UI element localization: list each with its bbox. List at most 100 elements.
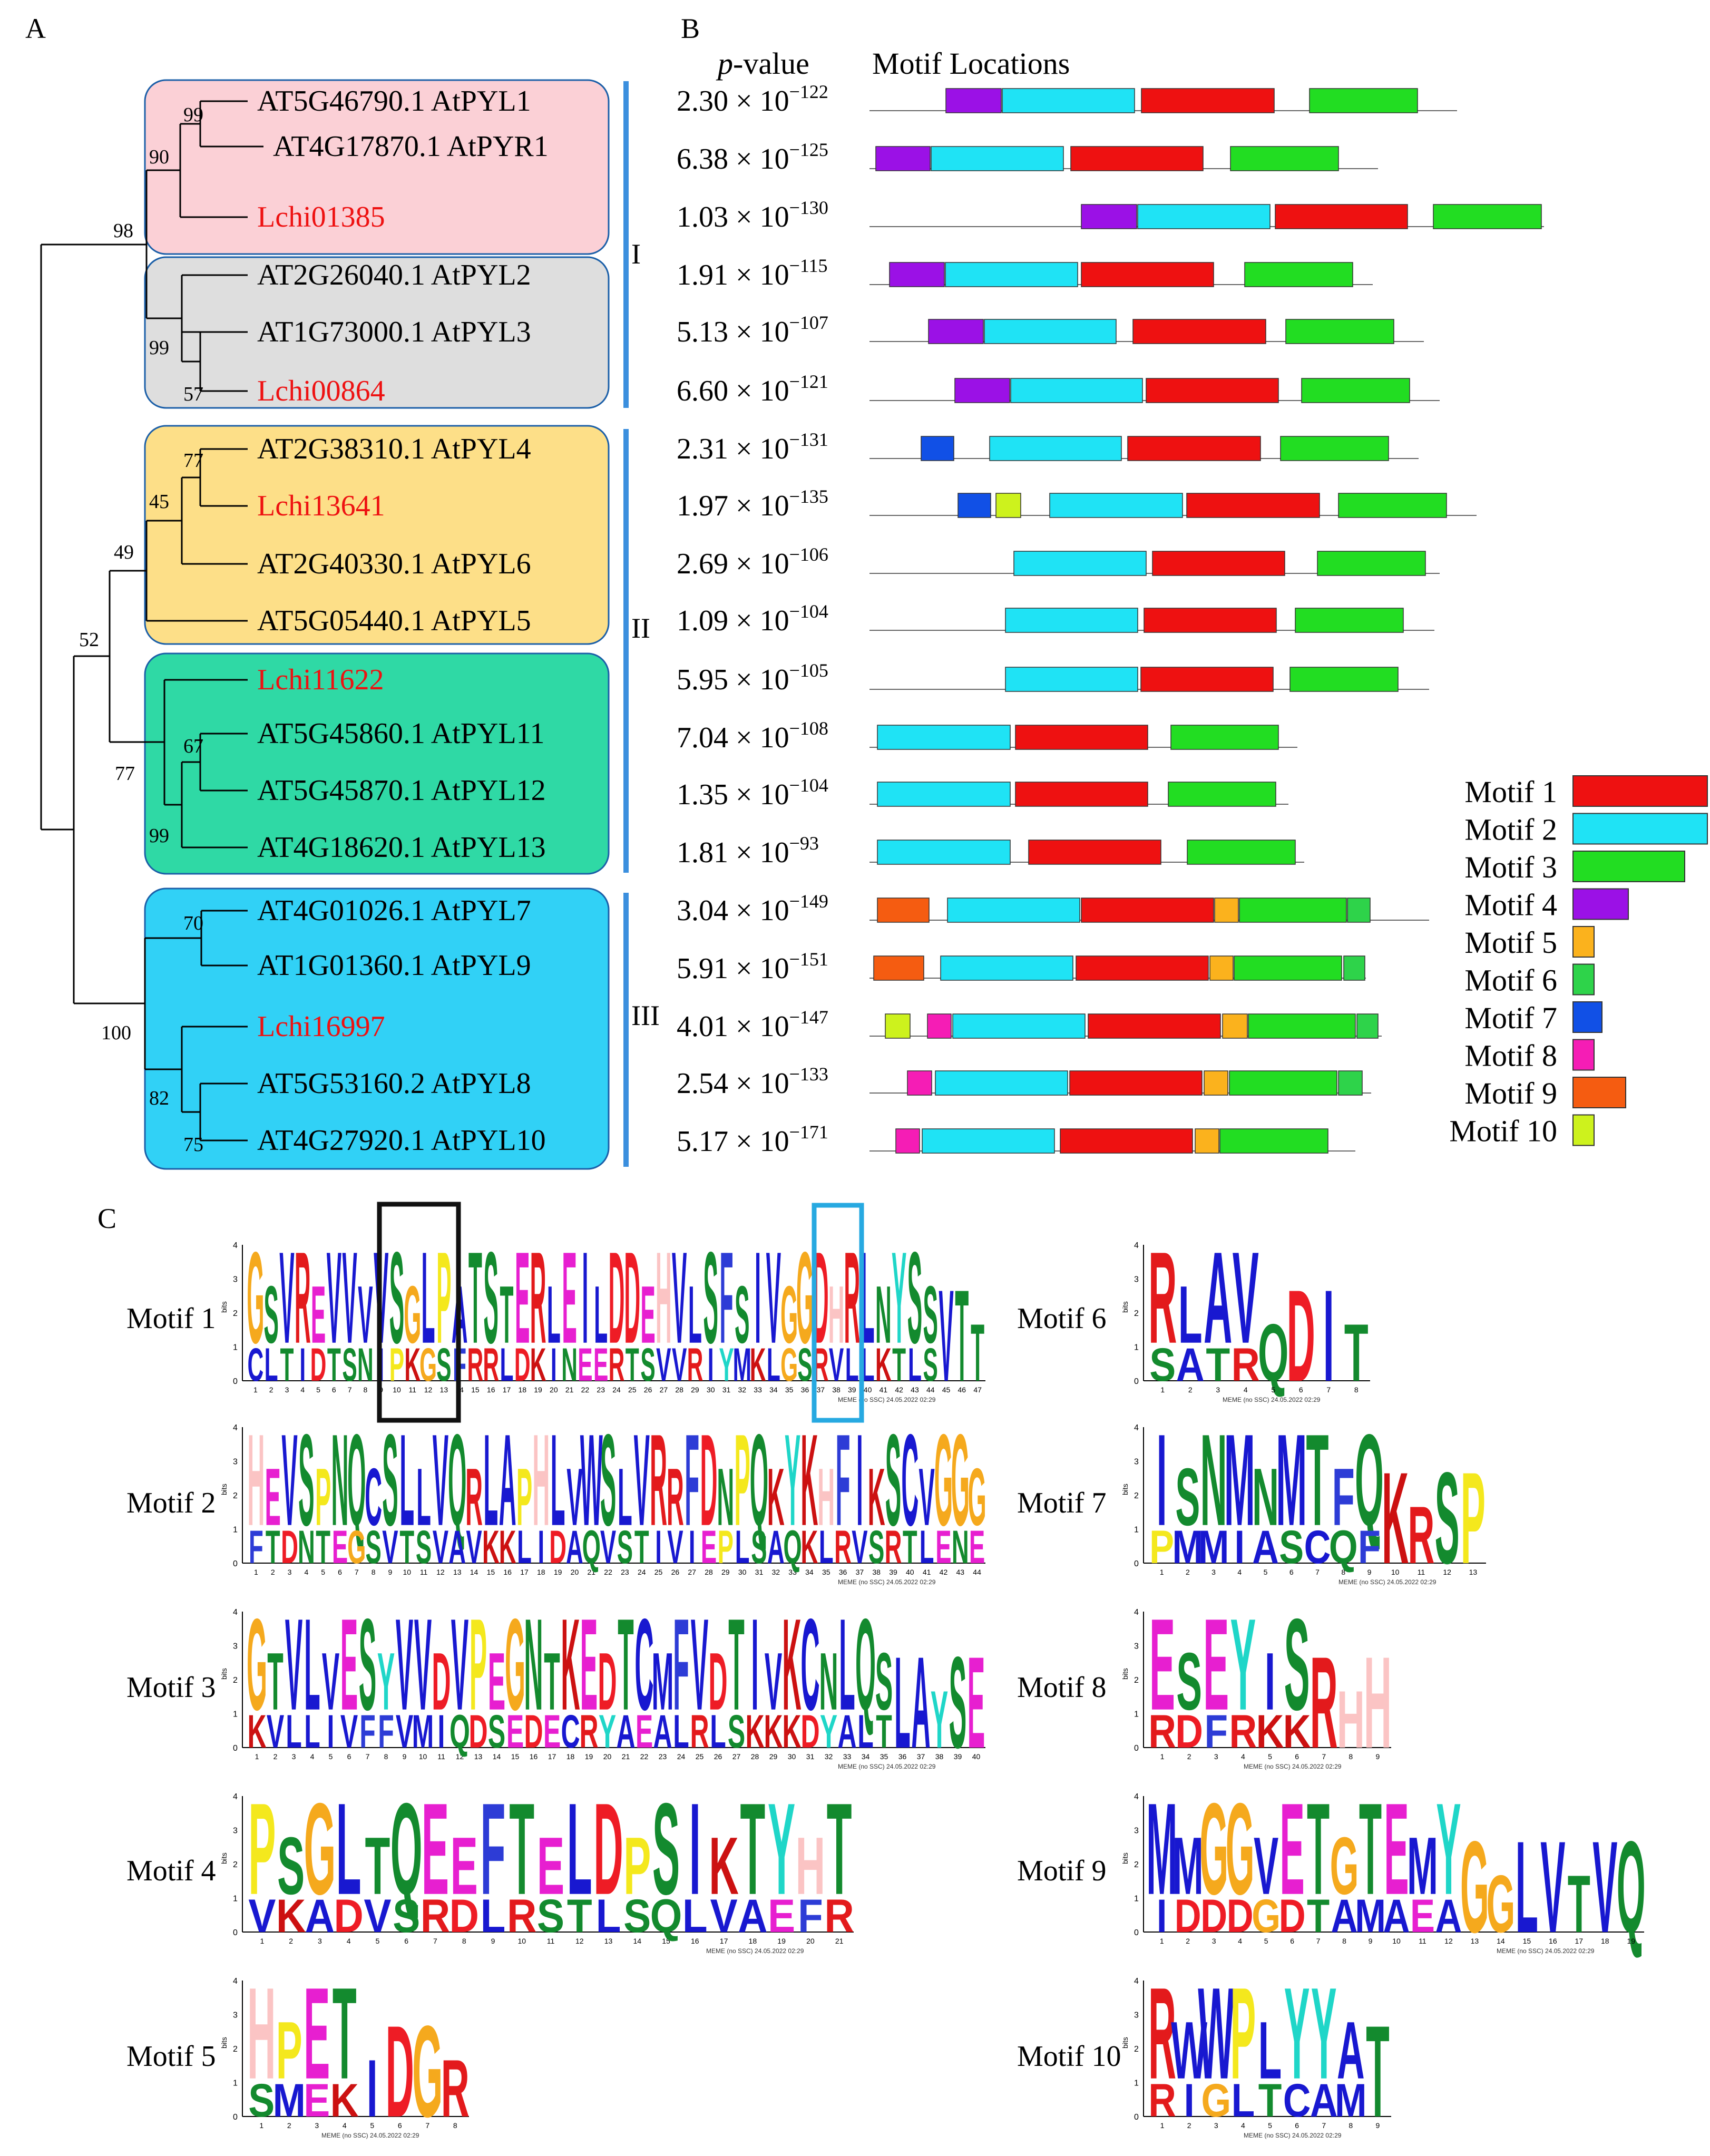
logo-letter: P bbox=[718, 1521, 734, 1574]
logo-letter: L bbox=[819, 1521, 834, 1574]
logo-position: 2 bbox=[273, 1752, 278, 1761]
logo-position: 13 bbox=[1471, 1937, 1479, 1945]
logo-letter: E bbox=[332, 1521, 348, 1574]
panel-label-b: B bbox=[681, 13, 700, 44]
logo-letter: I bbox=[1157, 1407, 1167, 1553]
logo-letter: A bbox=[1252, 1521, 1279, 1574]
pvalue-exponent: −121 bbox=[789, 371, 828, 392]
logo-tick-label: 2 bbox=[233, 1491, 238, 1500]
logo-letter: Q bbox=[1258, 1307, 1288, 1398]
motif-3-block bbox=[1239, 897, 1347, 923]
legend-label: Motif 8 bbox=[1464, 1039, 1557, 1073]
logo-letter: I bbox=[438, 1705, 445, 1758]
logo-letter: K bbox=[330, 2074, 359, 2127]
phylogenetic-tree bbox=[40, 100, 263, 1142]
legend-swatch bbox=[1572, 1077, 1626, 1108]
logo-letter: D bbox=[598, 1636, 617, 1727]
logo-letter: K bbox=[1283, 1705, 1311, 1758]
logo-letter: G bbox=[419, 1339, 437, 1391]
motif-2-block bbox=[947, 897, 1080, 923]
logo-label: Motif 8 bbox=[1017, 1671, 1107, 1704]
logo-position: 35 bbox=[880, 1752, 888, 1761]
logo-letter: S bbox=[751, 1521, 767, 1574]
logo-letter: V bbox=[279, 1224, 294, 1370]
logo-position: 12 bbox=[575, 1937, 584, 1945]
bootstrap-value: 99 bbox=[183, 104, 203, 126]
pvalue-times: × 10 bbox=[736, 1010, 789, 1043]
logo-position: 4 bbox=[304, 1568, 308, 1576]
logo-letter: K bbox=[800, 1407, 818, 1553]
logo-letter: V bbox=[248, 1889, 276, 1942]
logo-letter: R bbox=[844, 1224, 860, 1370]
logo-letter: G bbox=[247, 1591, 267, 1737]
logo-letter: T bbox=[316, 1521, 330, 1574]
logo-letter: E bbox=[969, 1521, 985, 1574]
pvalue-label: 4.01× 10−147 bbox=[677, 1007, 828, 1043]
logo-position: 3 bbox=[288, 1568, 292, 1576]
logo-position: 10 bbox=[1392, 1937, 1401, 1945]
logo-letter: L bbox=[920, 1521, 934, 1574]
logo-position: 28 bbox=[751, 1752, 759, 1761]
logo-tick-label: 3 bbox=[1134, 1275, 1139, 1284]
logo-position: 44 bbox=[926, 1386, 935, 1394]
logo-position: 36 bbox=[898, 1752, 907, 1761]
logo-position: 4 bbox=[1241, 1752, 1245, 1761]
logo-position: 14 bbox=[633, 1937, 641, 1945]
leaf-label: AT5G45860.1 AtPYL11 bbox=[257, 717, 545, 750]
logo-letter: E bbox=[1149, 1592, 1175, 1738]
logo-letter: T bbox=[1258, 2074, 1282, 2127]
logo-letter: S bbox=[868, 1521, 884, 1574]
pvalue-label: 7.04× 10−108 bbox=[677, 718, 828, 754]
logo-letter: S bbox=[1176, 1635, 1202, 1727]
bootstrap-value: 70 bbox=[183, 912, 203, 934]
logo-letter: G bbox=[1460, 1814, 1489, 1960]
logo-letter: I bbox=[1323, 1262, 1334, 1408]
logo-tick-label: 3 bbox=[1134, 1458, 1139, 1467]
pvalue-times: × 10 bbox=[736, 604, 789, 637]
logo-position: 39 bbox=[848, 1386, 856, 1394]
logo-position: 16 bbox=[503, 1568, 512, 1576]
logo-letter: C bbox=[248, 1339, 264, 1391]
meme-stamp: MEME (no SSC) 24.05.2022 02:29 bbox=[838, 1763, 936, 1770]
logo-letter: R bbox=[609, 1339, 625, 1391]
pvalue-times: × 10 bbox=[736, 85, 789, 118]
logo-letter: S bbox=[652, 1776, 680, 1921]
logo-letter: D bbox=[593, 1776, 623, 1921]
logo-letter: L bbox=[286, 1705, 302, 1758]
logo-letter: N bbox=[819, 1636, 838, 1727]
logo-position: 3 bbox=[318, 1937, 322, 1945]
legend-label: Motif 2 bbox=[1464, 813, 1557, 847]
logo-position: 18 bbox=[566, 1752, 575, 1761]
logo-position: 4 bbox=[1238, 1937, 1242, 1945]
logo-position: 7 bbox=[433, 1937, 437, 1945]
logo-position: 32 bbox=[771, 1568, 780, 1576]
logo-position: 39 bbox=[954, 1752, 962, 1761]
logo-letter: P bbox=[1461, 1445, 1486, 1592]
motif-2-block bbox=[931, 146, 1064, 171]
logo-label: Motif 3 bbox=[126, 1671, 216, 1704]
motif-3-block bbox=[1317, 551, 1426, 576]
logo-position: 24 bbox=[612, 1386, 621, 1394]
logo-position: 15 bbox=[511, 1752, 520, 1761]
motif-3-block bbox=[1248, 1013, 1356, 1039]
logo-letter: P bbox=[276, 2005, 302, 2096]
legend-swatch bbox=[1572, 813, 1708, 845]
logo-position: 1 bbox=[1160, 2121, 1165, 2130]
logo-letter: E bbox=[515, 1224, 530, 1370]
logo-letter: C bbox=[901, 1407, 918, 1553]
clade-box-pyl2 bbox=[144, 256, 610, 409]
logo-position: 13 bbox=[1469, 1568, 1478, 1576]
pvalue-mantissa: 4.01 bbox=[677, 1010, 728, 1043]
logo-position: 3 bbox=[292, 1752, 296, 1761]
motif-2-block bbox=[1137, 204, 1271, 229]
leaf-label: AT4G17870.1 AtPYR1 bbox=[273, 130, 549, 163]
logo-letter: V bbox=[634, 1407, 650, 1553]
logo-letter: D bbox=[1175, 1705, 1203, 1758]
logo-letter: T bbox=[500, 1270, 513, 1361]
motif-3-block bbox=[1285, 319, 1394, 344]
logo-position: 5 bbox=[1264, 1937, 1268, 1945]
logo-position: 5 bbox=[1268, 2121, 1272, 2130]
